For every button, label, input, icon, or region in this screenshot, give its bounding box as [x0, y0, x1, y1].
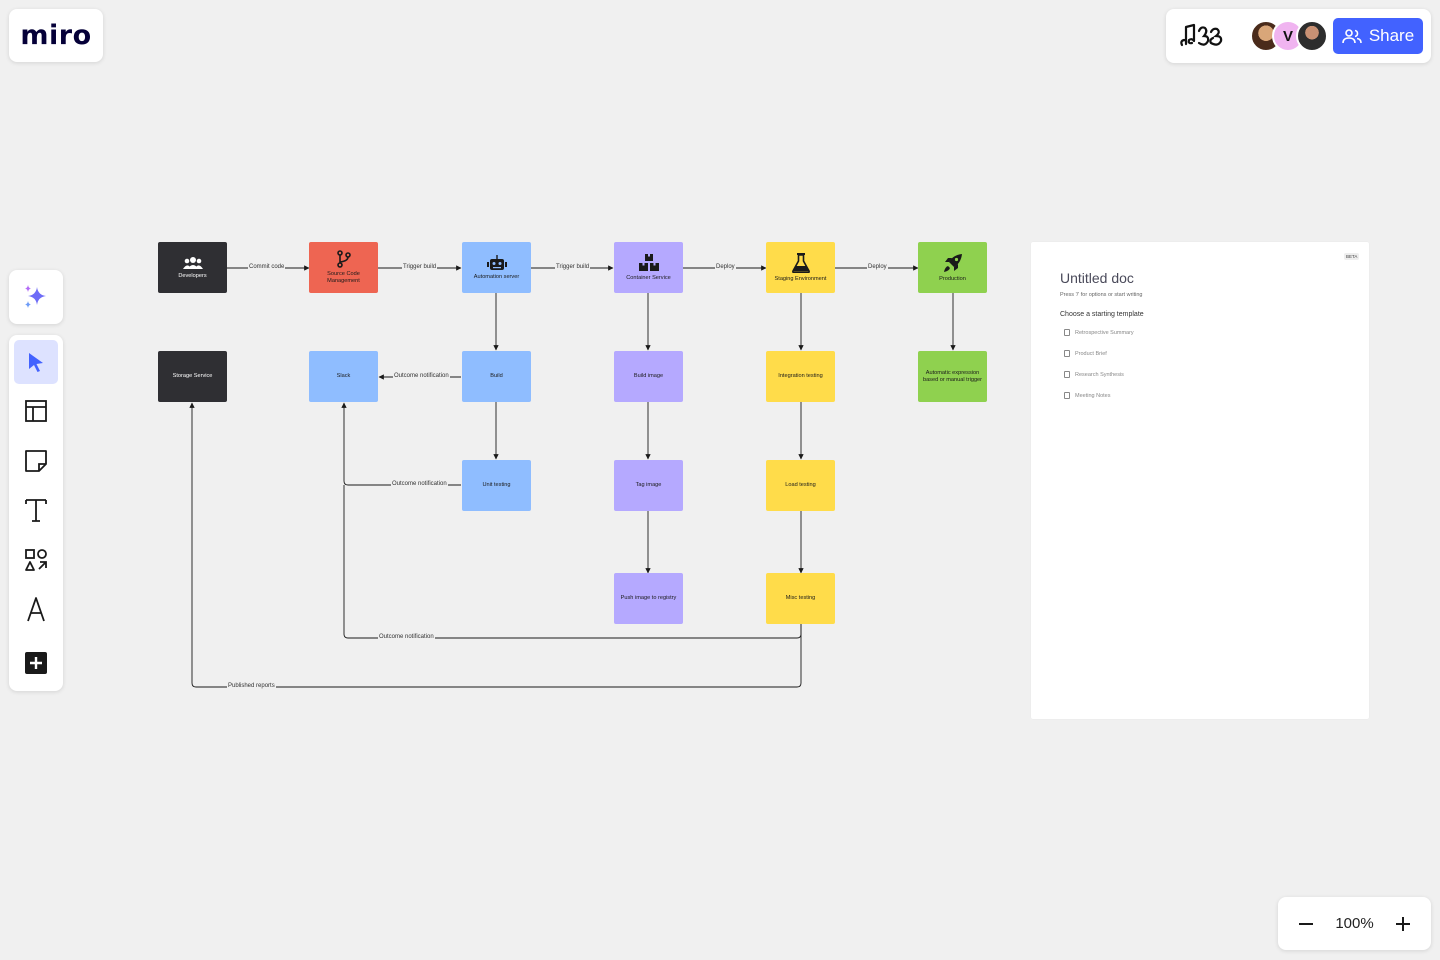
avatar[interactable]	[1296, 20, 1328, 52]
sticky-note-tool[interactable]	[14, 439, 58, 483]
text-icon	[25, 499, 47, 522]
pen-icon	[27, 597, 45, 622]
tools-toolbar	[9, 335, 63, 691]
doc-title[interactable]: Untitled doc	[1060, 270, 1134, 286]
node-label: Build image	[633, 373, 664, 380]
flask-icon	[791, 252, 810, 273]
node-tag-image[interactable]: Tag image	[614, 460, 683, 511]
template-option[interactable]: Research Synthesis	[1064, 371, 1124, 378]
node-label: Staging Environment	[774, 275, 827, 282]
boxes-icon	[638, 253, 659, 271]
template-label: Product Brief	[1075, 350, 1107, 357]
node-label: Storage Service	[172, 373, 213, 380]
node-automatic-trigger[interactable]: Automatic expression based or manual tri…	[918, 351, 987, 402]
node-push-image[interactable]: Push image to registry	[614, 573, 683, 624]
share-label: Share	[1368, 26, 1415, 45]
minus-icon	[1299, 922, 1313, 925]
document-icon	[1064, 329, 1070, 336]
template-label: Meeting Notes	[1075, 392, 1111, 399]
node-developers[interactable]: Developers	[158, 242, 227, 293]
users-icon	[182, 256, 203, 269]
node-source-code-management[interactable]: Source Code Management	[309, 242, 378, 293]
node-container-service[interactable]: Container Service	[614, 242, 683, 293]
select-icon	[29, 353, 43, 372]
node-slack[interactable]: Slack	[309, 351, 378, 402]
node-label: Source Code Management	[327, 271, 360, 284]
node-label: Container Service	[626, 274, 671, 281]
document-icon	[1064, 350, 1070, 357]
node-automation-server[interactable]: Automation server	[462, 242, 531, 293]
node-label: Developers	[178, 272, 207, 279]
add-tool[interactable]	[14, 641, 58, 685]
node-label: Tag image	[635, 482, 662, 489]
doc-hint: Press '/' for options or start writing	[1060, 292, 1143, 298]
select-tool[interactable]	[14, 340, 58, 384]
zoom-out-button[interactable]	[1294, 912, 1318, 936]
logo-text: miro	[20, 20, 92, 51]
plus-icon	[1396, 916, 1410, 931]
node-label: Automation server	[473, 273, 520, 280]
node-label: Unit testing	[482, 482, 511, 489]
node-build-image[interactable]: Build image	[614, 351, 683, 402]
node-label: Build	[490, 373, 503, 380]
ai-sparkle-icon[interactable]	[23, 284, 49, 310]
templates-tool[interactable]	[14, 389, 58, 433]
doc-template-heading: Choose a starting template	[1060, 311, 1144, 318]
shapes-tool[interactable]	[14, 538, 58, 582]
node-label: Integration testing	[778, 373, 823, 380]
document-icon	[1064, 371, 1070, 378]
node-label: Automatic expression based or manual tri…	[922, 369, 983, 383]
edge-label-outcome-notification: Outcome notification	[393, 373, 450, 379]
node-label: Push image to registry	[620, 595, 677, 602]
edge-label-outcome-notification: Outcome notification	[391, 481, 448, 487]
doc-panel[interactable]: BETA Untitled doc Press '/' for options …	[1031, 242, 1369, 719]
node-build[interactable]: Build	[462, 351, 531, 402]
collaboration-bar: V Share	[1166, 9, 1431, 63]
node-integration-testing[interactable]: Integration testing	[766, 351, 835, 402]
edge-label-outcome-notification: Outcome notification	[378, 634, 435, 640]
document-icon	[1064, 392, 1070, 399]
zoom-controls: 100%	[1278, 897, 1431, 950]
template-label: Retrospective Summary	[1075, 329, 1134, 336]
users-icon	[1342, 29, 1362, 44]
node-misc-testing[interactable]: Misc testing	[766, 573, 835, 624]
rocket-icon	[943, 253, 962, 272]
share-button[interactable]: Share	[1333, 18, 1423, 54]
zoom-in-button[interactable]	[1391, 912, 1415, 936]
template-label: Research Synthesis	[1075, 371, 1124, 378]
git-branch-icon	[336, 250, 351, 269]
beta-badge: BETA	[1344, 253, 1360, 260]
template-option[interactable]: Product Brief	[1064, 350, 1107, 357]
template-option[interactable]: Retrospective Summary	[1064, 329, 1134, 336]
add-icon	[25, 652, 47, 674]
node-staging-environment[interactable]: Staging Environment	[766, 242, 835, 293]
robot-icon	[486, 254, 507, 270]
node-production[interactable]: Production	[918, 242, 987, 293]
template-option[interactable]: Meeting Notes	[1064, 392, 1110, 399]
node-label: Misc testing	[785, 595, 816, 602]
templates-icon	[25, 400, 47, 422]
avatar-initial: V	[1282, 27, 1293, 45]
shapes-icon	[25, 549, 47, 571]
node-storage-service[interactable]: Storage Service	[158, 351, 227, 402]
edge-label-trigger-build: Trigger build	[402, 264, 438, 270]
miro-logo[interactable]: miro	[9, 9, 103, 62]
node-label: Load testing	[785, 482, 816, 489]
pen-tool[interactable]	[14, 587, 58, 631]
edge-label-trigger-build: Trigger build	[555, 264, 591, 270]
edge-label-deploy: Deploy	[715, 264, 736, 270]
board-icon[interactable]	[1178, 19, 1234, 53]
ai-assist-panel	[9, 270, 63, 324]
sticky-note-icon	[25, 450, 47, 472]
zoom-level[interactable]: 100%	[1335, 915, 1374, 932]
node-unit-testing[interactable]: Unit testing	[462, 460, 531, 511]
text-tool[interactable]	[14, 488, 58, 532]
node-label: Slack	[336, 373, 351, 380]
node-load-testing[interactable]: Load testing	[766, 460, 835, 511]
edge-label-commit-code: Commit code	[248, 264, 286, 270]
edge-label-published-reports: Published reports	[227, 683, 276, 689]
node-label: Production	[939, 275, 966, 282]
edge-label-deploy: Deploy	[867, 264, 888, 270]
